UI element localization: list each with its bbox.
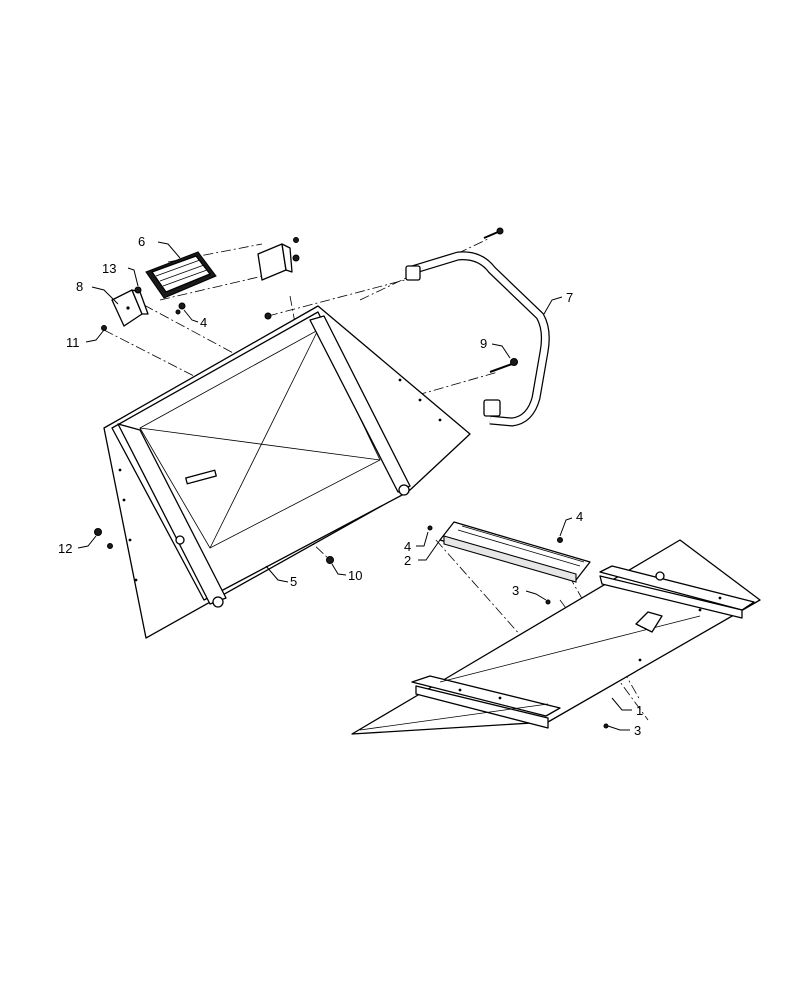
leader-lines [77,241,632,731]
callout-9: 8 [76,279,83,294]
callout-1: 1 [636,703,643,718]
screw-part-3-lower [603,723,609,729]
callout-12: 12 [58,541,72,556]
washer-part-12b [107,543,113,549]
upper-bracket [257,243,293,281]
callout-2: 2 [404,553,411,568]
callout-10: 6 [138,234,145,249]
bolt-upper-right [483,227,504,239]
screw-part-3-upper [545,599,551,605]
nut-part-4-upper [178,302,186,310]
frame-holes [118,378,442,582]
callout-3-upper: 3 [512,583,519,598]
nut-part-4-left [427,525,433,531]
mounting-bracket-part-9 [111,289,149,327]
frame-assembly-part-5 [103,305,471,639]
hardware [94,227,609,729]
callout-labels: 6 13 8 11 4 7 9 10 5 12 2 4 4 3 1 3 [58,234,643,738]
nut-part-12 [94,528,102,536]
callout-7: 9 [480,336,487,351]
step-tread-part-10 [145,251,217,299]
callout-3-lower: 3 [634,723,641,738]
lower-panel-part-1 [351,539,761,735]
nut-part-13 [134,286,142,294]
callout-13: 13 [102,261,116,276]
nut-part-11 [101,325,107,331]
callout-8: 10 [348,568,362,583]
callout-6: 7 [566,290,573,305]
handrail-part-6 [405,251,550,427]
callout-11: 11 [66,335,80,350]
callout-4-right: 4 [576,509,583,524]
nut-part-4-right [557,537,563,543]
nut-bracket-top [293,237,299,243]
callout-4-left: 4 [404,539,411,554]
nut-part-8 [326,556,334,564]
bracket-rail-part-2 [439,521,591,583]
callout-5: 5 [290,574,297,589]
bolt-part-7 [489,358,518,373]
nut-upper-left [175,309,181,315]
callout-4-upper: 4 [200,315,207,330]
nut-frame-top [264,312,272,320]
nut-bracket-side [292,254,300,262]
panel-holes [458,596,722,700]
